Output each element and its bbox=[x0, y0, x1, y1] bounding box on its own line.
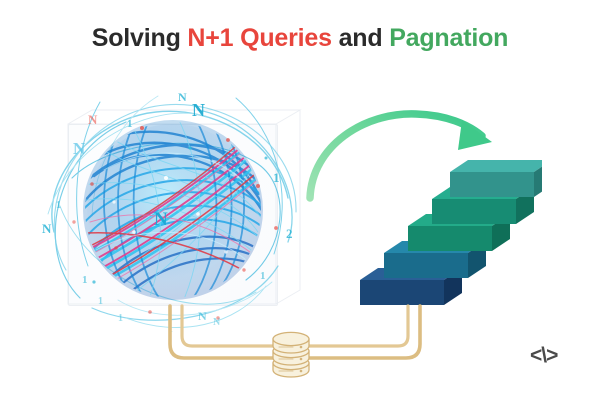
title-space bbox=[332, 24, 339, 52]
wire-nodes bbox=[72, 126, 278, 320]
panel-grid-lines bbox=[67, 109, 302, 305]
page-title: Solving N+1 Queries and Pagnation bbox=[0, 24, 600, 53]
title-segment-n1-queries: N+1 Queries bbox=[187, 24, 332, 52]
title-segment-pagnation: Pagnation bbox=[389, 24, 509, 52]
pagination-staircase bbox=[360, 160, 542, 305]
tangle-wires-graphic bbox=[47, 95, 302, 328]
stair-step-5 bbox=[450, 160, 542, 197]
title-segment-and: and bbox=[338, 24, 383, 52]
database-cylinder-icon bbox=[272, 331, 310, 378]
title-segment-solving: Solving bbox=[91, 24, 181, 52]
curved-transition-arrow bbox=[306, 110, 492, 202]
code-bracket-icon: <\> bbox=[530, 344, 558, 367]
